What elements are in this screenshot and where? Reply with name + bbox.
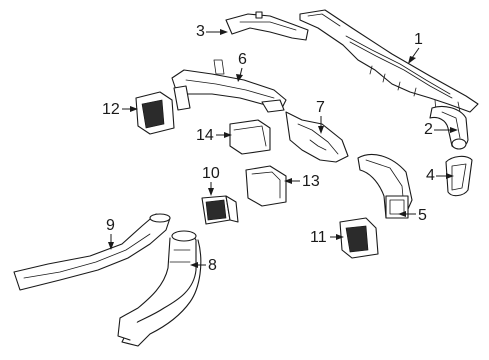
part-7-bracket-duct [285,111,349,163]
callout-12-label: 12 [102,101,120,118]
callout-9-label: 9 [106,217,115,234]
callout-7: 7 [316,99,325,134]
callout-1: 1 [408,31,423,64]
part-2-side-vent-duct [429,105,469,150]
callout-6: 6 [236,51,247,82]
callout-6-label: 6 [238,51,247,68]
callout-8-label: 8 [208,257,217,274]
callout-1-label: 1 [414,31,423,48]
callout-14: 14 [196,127,232,144]
callout-3-label: 3 [196,23,205,40]
part-11-vent-lower [339,217,379,259]
part-6-center-duct [171,59,287,113]
callout-4: 4 [426,167,454,184]
callout-9: 9 [106,217,115,250]
callout-13: 13 [284,173,320,190]
callout-3: 3 [196,23,228,40]
part-5-floor-duct [357,154,413,219]
part-14-small-box [229,119,271,155]
callout-12: 12 [102,101,138,118]
callout-4-label: 4 [426,167,435,184]
part-1-main-dash-duct [299,9,479,117]
callout-10-label: 10 [202,165,220,182]
callout-10: 10 [202,165,220,196]
callout-7-label: 7 [316,99,325,116]
part-3-upper-duct [225,11,309,41]
callout-13-label: 13 [302,173,320,190]
callout-5-label: 5 [418,207,427,224]
part-9-long-floor-duct [13,213,171,291]
part-4-side-nozzle [445,155,473,197]
part-8-lower-floor-duct [117,230,202,347]
callout-14-label: 14 [196,127,214,144]
callout-2-label: 2 [424,121,433,138]
callout-11: 11 [310,229,344,246]
callout-11-label: 11 [310,229,327,246]
part-12-vent-upper [135,91,175,135]
callout-8: 8 [190,257,217,274]
callout-5: 5 [398,207,427,224]
part-10-vent-box [201,195,239,225]
callout-2: 2 [424,121,458,138]
part-13-center-box [245,165,287,207]
